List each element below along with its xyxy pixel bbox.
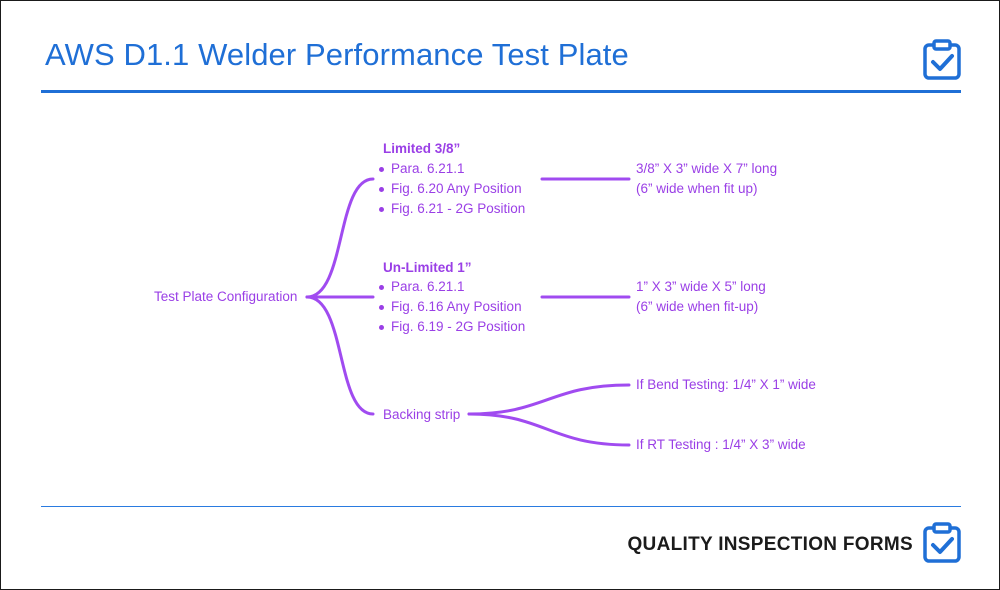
- clipboard-check-icon: [923, 39, 961, 80]
- connector-backing-rt: [467, 412, 631, 447]
- root-node: Test Plate Configuration: [154, 289, 298, 304]
- unlimited-title: Un-Limited 1”: [383, 260, 472, 275]
- list-item: Fig. 6.16 Any Position: [375, 297, 525, 317]
- limited-title: Limited 3/8”: [383, 141, 461, 156]
- list-item: Fig. 6.21 - 2G Position: [375, 199, 525, 219]
- footer-brand: QUALITY INSPECTION FORMS: [627, 534, 913, 555]
- footer-divider: [41, 506, 961, 507]
- connector-backing-bend: [467, 383, 631, 416]
- limited-result-line2: (6” wide when fit up): [636, 181, 758, 196]
- backing-rt-node: If RT Testing : 1/4” X 3” wide: [636, 437, 806, 452]
- backing-bend-node: If Bend Testing: 1/4” X 1” wide: [636, 377, 816, 392]
- connector-root-backing: [305, 295, 375, 416]
- list-item: Fig. 6.19 - 2G Position: [375, 317, 525, 337]
- list-item: Para. 6.21.1: [375, 277, 525, 297]
- page-title: AWS D1.1 Welder Performance Test Plate: [45, 37, 629, 72]
- list-item: Fig. 6.20 Any Position: [375, 179, 525, 199]
- clipboard-check-icon: [923, 522, 961, 563]
- backing-node: Backing strip: [383, 407, 461, 422]
- unlimited-result-line1: 1” X 3” wide X 5” long: [636, 279, 766, 294]
- unlimited-list: Para. 6.21.1 Fig. 6.16 Any Position Fig.…: [375, 277, 525, 337]
- unlimited-result-line2: (6” wide when fit-up): [636, 299, 759, 314]
- limited-list: Para. 6.21.1 Fig. 6.20 Any Position Fig.…: [375, 159, 525, 219]
- list-item: Para. 6.21.1: [375, 159, 525, 179]
- connector-root-limited: [305, 177, 375, 299]
- limited-result-line1: 3/8” X 3” wide X 7” long: [636, 161, 778, 176]
- header-divider: [41, 90, 961, 93]
